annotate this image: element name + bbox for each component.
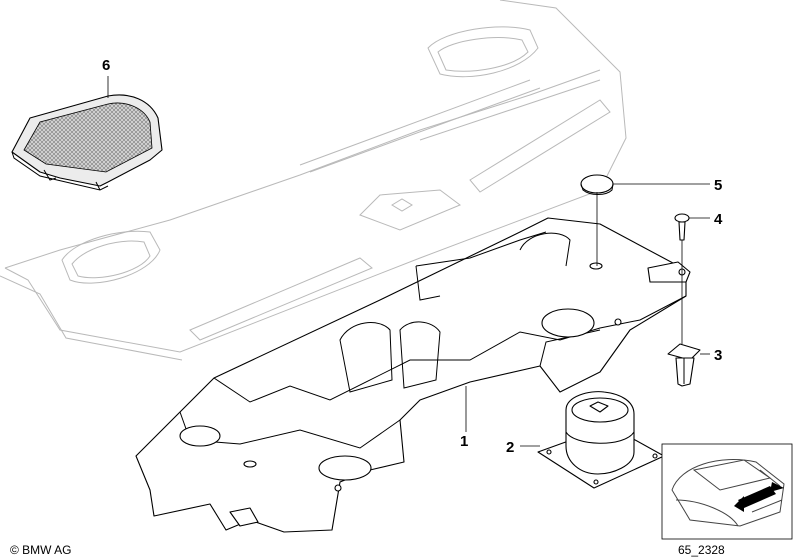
- callout-5: 5: [714, 177, 722, 194]
- diagram-id-label: 65_2328: [678, 543, 725, 557]
- cap-part: [580, 174, 614, 195]
- leader-lines: [107, 76, 710, 447]
- callout-3: 3: [714, 347, 722, 364]
- grille-cover-part: [11, 94, 163, 191]
- speaker-part: [537, 391, 665, 489]
- housing-part: [135, 217, 691, 533]
- callout-2: 2: [506, 439, 514, 456]
- callout-6: 6: [102, 57, 110, 74]
- expanding-nut-part: [667, 343, 701, 387]
- callout-4: 4: [714, 211, 723, 228]
- parcel-shelf-outline: [0, 0, 627, 361]
- copyright-label: © BMW AG: [10, 543, 72, 557]
- callout-1: 1: [460, 433, 468, 450]
- vehicle-locator-thumbnail: [661, 443, 793, 540]
- screw-part: [674, 213, 690, 241]
